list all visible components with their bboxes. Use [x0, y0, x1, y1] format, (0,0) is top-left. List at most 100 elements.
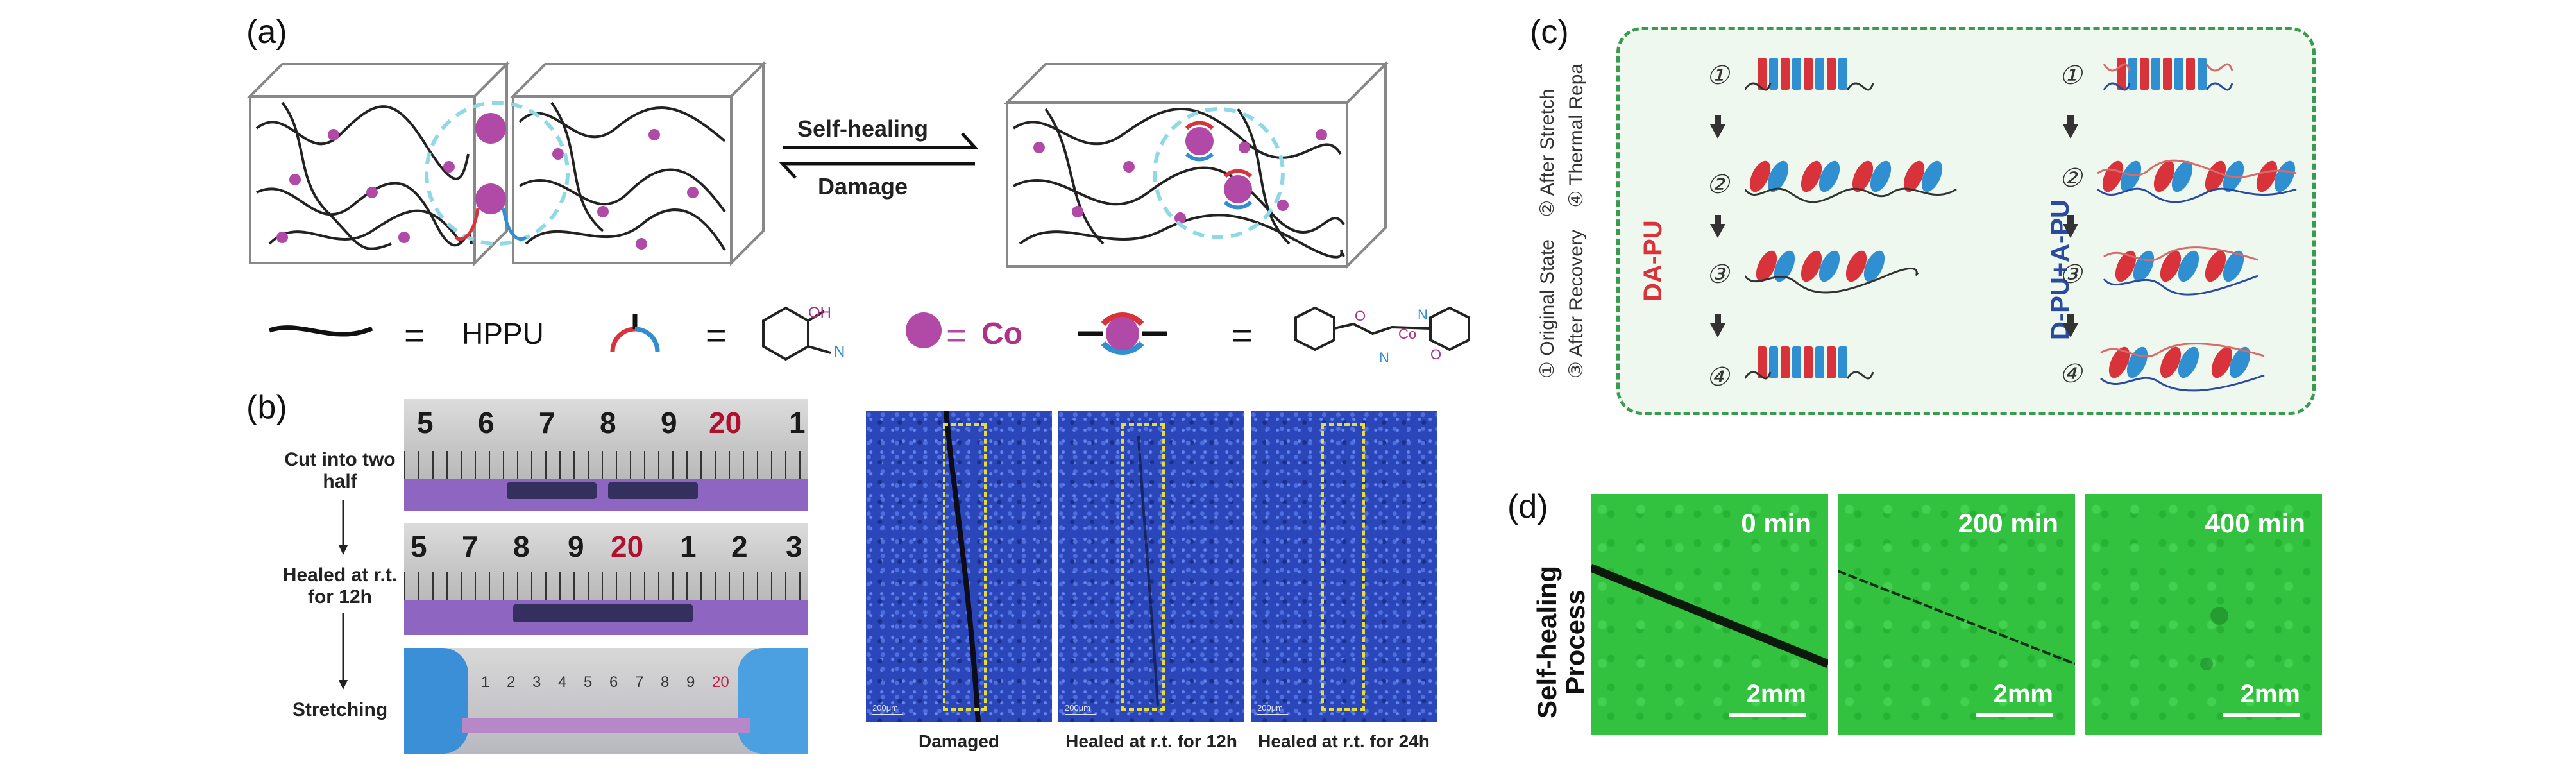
- state-4-right: [2100, 343, 2265, 392]
- legend-equals-3: =: [946, 315, 967, 355]
- stretching-photo: 1 2 3 4 5 6 7 8 9 20: [404, 648, 808, 754]
- state-2-right: [2097, 157, 2300, 203]
- co-bond-site-left: [454, 113, 527, 241]
- micro-scale-label: 200μm: [1065, 703, 1091, 713]
- network-schematic: [247, 61, 1470, 361]
- legend-original-state: ① Original State: [1537, 239, 1558, 378]
- legend-co-small: Co: [1398, 326, 1417, 342]
- legend-thermal-repair: ④ Thermal Repa: [1566, 63, 1587, 208]
- step-num: ④: [2059, 360, 2082, 388]
- scratch-line: [1838, 570, 2075, 665]
- ruler2-num: 9: [568, 530, 584, 563]
- caption-damaged: Damaged: [918, 731, 1000, 751]
- legend-col-1: ① Original State ② After Stretch: [1536, 32, 1568, 378]
- step-num: ②: [2059, 164, 2082, 192]
- arrow-label-damage: Damage: [817, 173, 908, 200]
- roi-box: [943, 423, 987, 711]
- ruler-photo-2: 5 7 8 9 20 1 2 3: [404, 523, 808, 600]
- side-label-line-1: Self-healing: [1532, 565, 1562, 718]
- state-1-right: [2103, 58, 2233, 91]
- panel-label-a: (a): [246, 13, 287, 51]
- ruler2-num: 1: [680, 530, 697, 563]
- step-num: ①: [2059, 62, 2082, 90]
- time-label: 200 min: [1958, 508, 2058, 538]
- ruler1-num: 7: [539, 406, 555, 439]
- ruler3-num: 9: [686, 674, 695, 691]
- ruler3-num: 1: [481, 674, 490, 691]
- scale-bar: [1976, 713, 2053, 717]
- legend-equals-1: =: [404, 315, 425, 355]
- scale-label: 2mm: [1993, 680, 2053, 708]
- legend-oh: OH: [808, 304, 831, 321]
- step-num: ④: [1706, 363, 1729, 391]
- ruler3-num: 6: [609, 674, 618, 691]
- step-cut: Cut into two half: [284, 449, 396, 492]
- ruler1-num: 8: [600, 406, 616, 439]
- optical-image-200min: 200 min 2mm: [1838, 494, 2075, 735]
- ruler-photo-1: 5 6 7 8 9 20 1: [404, 399, 808, 479]
- caption-healed-12h: Healed at r.t. for 12h: [1065, 731, 1237, 751]
- legend-o-2: O: [1430, 346, 1442, 362]
- healed-spots: [2200, 607, 2228, 670]
- side-label-line-2: Process: [1560, 590, 1591, 695]
- scratch-line: [1591, 563, 1828, 668]
- state-3-right: [2103, 246, 2258, 296]
- step-num: ②: [1706, 171, 1729, 199]
- panel-label-c: (c): [1530, 13, 1569, 51]
- arrow-label-self-healing: Self-healing: [797, 115, 929, 142]
- ruler2-num: 2: [731, 530, 748, 563]
- optical-image-400min: 400 min 2mm: [2085, 494, 2322, 735]
- state-2-left: [1745, 157, 1957, 203]
- panel-label-b: (b): [246, 389, 287, 426]
- micrograph-damaged: 200μm: [866, 411, 1052, 722]
- cube-right: [1004, 61, 1389, 269]
- step-healed: Healed at r.t. for 12h: [282, 565, 398, 607]
- micro-scale-label: 200μm: [872, 703, 899, 713]
- glove-right: [738, 648, 808, 754]
- legend-n-2: N: [1418, 307, 1428, 323]
- caption-healed-24h: Healed at r.t. for 24h: [1258, 731, 1430, 751]
- cube-middle: [510, 61, 767, 266]
- state-1-left: [1745, 58, 1874, 91]
- ruler3-num: 7: [635, 674, 644, 691]
- polymer-chains: [255, 101, 1345, 259]
- ruler2-num: 3: [786, 530, 802, 563]
- ruler1-num: 6: [478, 406, 495, 439]
- scale-bar: [2223, 713, 2300, 717]
- ruler3-num: 3: [532, 674, 541, 691]
- state-3-left: [1745, 247, 1919, 294]
- ruler2-num: 5: [411, 530, 427, 563]
- ruler1-num: 5: [417, 406, 434, 439]
- state-4-left: [1745, 346, 1874, 380]
- ruler3-num: 2: [507, 674, 516, 691]
- dashed-circle-right: [1153, 107, 1285, 239]
- ruler3-num: 5: [584, 674, 593, 691]
- sample-healed: [513, 604, 693, 622]
- glove-left: [404, 648, 468, 754]
- optical-image-0min: 0 min 2mm: [1591, 494, 1828, 735]
- micro-scale-label: 200μm: [1257, 703, 1284, 713]
- co-complex-dots: [276, 129, 1327, 250]
- purple-strip-1: [404, 479, 808, 511]
- legend-after-recovery: ③ After Recovery: [1566, 230, 1587, 378]
- self-healing-process-label: Self-healing Process: [1532, 565, 1591, 718]
- legend-o-1: O: [1355, 308, 1366, 324]
- roi-box: [1321, 423, 1365, 711]
- faint-crack: [1137, 436, 1159, 706]
- legend-after-stretch: ② After Stretch: [1537, 89, 1558, 217]
- legend-equals-2: =: [706, 315, 727, 355]
- ruler3-num: 20: [712, 674, 729, 691]
- ruler1-num: 9: [661, 406, 677, 439]
- ruler3-num: 8: [661, 674, 670, 691]
- scale-bar: [1729, 713, 1806, 717]
- legend-co: Co: [981, 317, 1022, 351]
- ruler1-num: 20: [709, 406, 742, 439]
- scale-label: 2mm: [1746, 680, 1806, 708]
- dashed-circle-left: [425, 101, 570, 246]
- panel-label-d: (d): [1507, 488, 1548, 525]
- step-arrows: [339, 500, 348, 690]
- co-bond-site-right: [1185, 121, 1253, 210]
- ruler3-num: 4: [558, 674, 567, 691]
- roi-box: [1121, 423, 1165, 711]
- cube-left: [247, 61, 510, 266]
